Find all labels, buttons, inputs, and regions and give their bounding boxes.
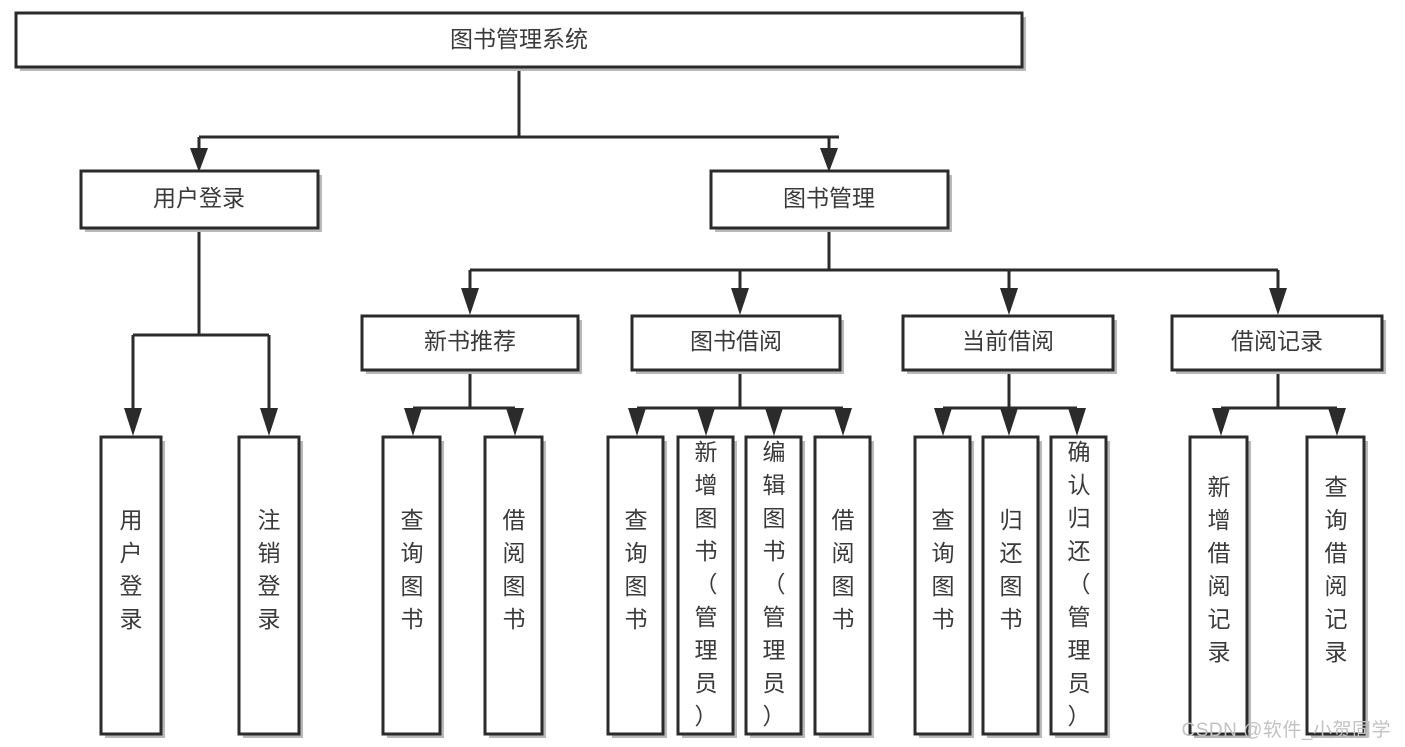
- arrow-head-new-book-recommend: [461, 288, 479, 315]
- connector-layer: [124, 67, 1346, 436]
- leaf-borrow-book-2-box[interactable]: [815, 437, 870, 734]
- leaf-query-record-box[interactable]: [1307, 437, 1364, 734]
- leaf-borrow-book-1-box[interactable]: [485, 437, 542, 734]
- arrow-head-leaf-query-record: [1328, 408, 1346, 436]
- arrow-head-leaf-borrow-book-1: [506, 408, 524, 436]
- leaf-add-book-box[interactable]: [678, 437, 733, 734]
- node-leaf-confirm-return[interactable]: 确认归还（管理员）: [1051, 437, 1110, 738]
- leaf-query-book-2-box[interactable]: [608, 437, 663, 734]
- node-leaf-return-book[interactable]: 归还图书: [983, 437, 1042, 738]
- arrow-head-leaf-user-logout: [260, 408, 278, 436]
- node-root[interactable]: 图书管理系统: [16, 13, 1026, 71]
- arrow-head-leaf-add-record: [1212, 408, 1230, 436]
- borrow-record-box[interactable]: [1172, 316, 1382, 370]
- node-book-management[interactable]: 图书管理: [711, 171, 952, 232]
- arrow-head-current-borrow: [1000, 288, 1018, 315]
- leaf-return-book-label: 归还图书: [1000, 507, 1023, 632]
- node-current-borrow[interactable]: 当前借阅: [903, 316, 1117, 374]
- leaf-confirm-return-label: 确认归还（管理员）: [1068, 439, 1091, 729]
- root-box[interactable]: [16, 13, 1022, 67]
- leaf-user-login-label: 用户登录: [120, 507, 143, 632]
- leaf-add-book-label: 新增图书（管理员）: [695, 439, 718, 729]
- book-borrow-label: 图书借阅: [690, 328, 782, 354]
- arrow-head-user-login: [190, 148, 208, 172]
- current-borrow-box[interactable]: [903, 316, 1113, 370]
- node-leaf-add-book[interactable]: 新增图书（管理员）: [678, 437, 737, 738]
- leaf-query-record-label: 查询借阅记录: [1325, 474, 1348, 665]
- leaf-query-book-1-box[interactable]: [383, 437, 440, 734]
- arrow-head-leaf-query-book-2: [628, 408, 646, 436]
- new-book-recommend-label: 新书推荐: [424, 328, 516, 354]
- arrow-head-borrow-record: [1269, 288, 1287, 315]
- node-user-login[interactable]: 用户登录: [81, 171, 322, 232]
- node-leaf-user-logout[interactable]: 注销登录: [239, 437, 303, 738]
- leaf-query-book-3-label: 查询图书: [932, 507, 955, 632]
- current-borrow-label: 当前借阅: [962, 328, 1054, 354]
- leaf-return-book-box[interactable]: [983, 437, 1038, 734]
- arrow-head-leaf-query-book-3: [934, 408, 952, 436]
- arrow-head-leaf-user-login: [124, 408, 142, 436]
- node-leaf-borrow-book-1[interactable]: 借阅图书: [485, 437, 546, 738]
- leaf-user-login-box[interactable]: [101, 437, 161, 734]
- leaf-query-book-3-box[interactable]: [915, 437, 970, 734]
- leaf-query-book-1-label: 查询图书: [401, 507, 424, 632]
- leaf-borrow-book-2-label: 借阅图书: [832, 507, 855, 632]
- node-leaf-add-record[interactable]: 新增借阅记录: [1190, 437, 1251, 738]
- leaf-edit-book-label: 编辑图书（管理员）: [763, 439, 786, 729]
- arrow-head-leaf-edit-book: [765, 408, 783, 436]
- node-leaf-borrow-book-2[interactable]: 借阅图书: [815, 437, 874, 738]
- node-leaf-edit-book[interactable]: 编辑图书（管理员）: [746, 437, 805, 738]
- arrow-head-leaf-query-book-1: [404, 408, 422, 436]
- leaf-query-book-2-label: 查询图书: [625, 507, 648, 632]
- leaf-add-record-label: 新增借阅记录: [1208, 474, 1231, 665]
- root-label: 图书管理系统: [450, 26, 588, 52]
- node-leaf-user-login[interactable]: 用户登录: [101, 437, 165, 738]
- arrow-head-book-borrow: [731, 288, 749, 315]
- arrow-head-leaf-add-book: [697, 408, 715, 436]
- arrow-head-leaf-confirm-return: [1068, 408, 1086, 436]
- book-management-box[interactable]: [711, 171, 948, 228]
- user-login-box[interactable]: [81, 171, 318, 228]
- arrow-head-book-management: [820, 148, 838, 172]
- new-book-recommend-box[interactable]: [362, 316, 578, 370]
- node-new-book-recommend[interactable]: 新书推荐: [362, 316, 582, 374]
- node-leaf-query-record[interactable]: 查询借阅记录: [1307, 437, 1368, 738]
- leaf-edit-book-box[interactable]: [746, 437, 801, 734]
- book-borrow-box[interactable]: [632, 316, 840, 370]
- user-login-label: 用户登录: [153, 185, 245, 211]
- node-leaf-query-book-2[interactable]: 查询图书: [608, 437, 667, 738]
- leaf-user-logout-label: 注销登录: [258, 507, 281, 632]
- book-management-label: 图书管理: [783, 185, 875, 211]
- arrow-head-leaf-return-book: [1000, 408, 1018, 436]
- leaf-confirm-return-box[interactable]: [1051, 437, 1106, 734]
- node-leaf-query-book-3[interactable]: 查询图书: [915, 437, 974, 738]
- arrow-head-leaf-borrow-book-2: [834, 408, 852, 436]
- leaf-add-record-box[interactable]: [1190, 437, 1247, 734]
- borrow-record-label: 借阅记录: [1231, 328, 1323, 354]
- node-borrow-record[interactable]: 借阅记录: [1172, 316, 1386, 374]
- node-leaf-query-book-1[interactable]: 查询图书: [383, 437, 444, 738]
- leaf-borrow-book-1-label: 借阅图书: [503, 507, 526, 632]
- leaf-user-logout-box[interactable]: [239, 437, 299, 734]
- csdn-watermark: CSDN @软件_小贺同学: [1181, 720, 1391, 741]
- node-book-borrow[interactable]: 图书借阅: [632, 316, 844, 374]
